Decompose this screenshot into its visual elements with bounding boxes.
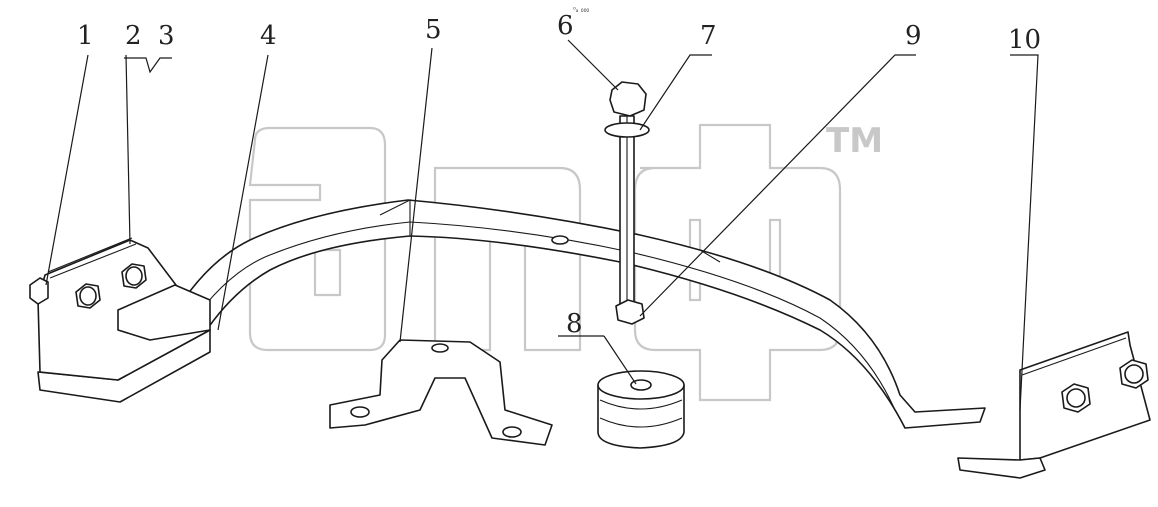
watermark-letter-n — [433, 166, 582, 352]
callout-8: 8 — [566, 309, 583, 339]
leader-5 — [399, 47, 433, 343]
leader-1 — [45, 54, 89, 286]
beam-top-face — [171, 199, 986, 429]
leader-7 — [639, 54, 712, 131]
u-clamp-hole-top — [431, 343, 449, 353]
callout-2: 2 — [125, 21, 142, 51]
bolt-washer-top — [604, 122, 650, 138]
leader-lines — [45, 39, 1039, 411]
trademark-symbol: TM — [826, 121, 883, 161]
leader-8-b — [603, 335, 637, 385]
bolt-assembly — [604, 81, 650, 325]
right-bracket-base — [957, 457, 1046, 479]
left-bracket-bolt — [75, 283, 101, 309]
callout-5: 5 — [425, 15, 442, 45]
callout-6: 6 — [557, 11, 574, 41]
leader-10 — [1010, 54, 1039, 411]
beam-fold-line — [379, 199, 411, 236]
caption-mark: ⁰ₐ ₀₀₀ — [573, 6, 589, 14]
right-bracket-edge — [1021, 337, 1127, 376]
leader-2 — [125, 54, 131, 245]
u-clamp-hole-right — [502, 426, 522, 438]
watermark — [248, 123, 842, 402]
left-bracket — [29, 237, 211, 403]
callout-1: 1 — [77, 21, 94, 51]
callout-4: 4 — [260, 21, 277, 51]
left-bracket-edge-2 — [49, 243, 137, 279]
u-clamp-hole-left — [350, 406, 370, 418]
callout-3: 3 — [158, 21, 175, 51]
watermark-letter-a — [248, 126, 387, 352]
callout-7: 7 — [700, 21, 717, 51]
left-bracket-flange — [117, 284, 211, 341]
leader-3 — [124, 57, 172, 74]
right-bracket-bolt — [1061, 383, 1091, 413]
right-bracket-bolt-2 — [1119, 359, 1149, 389]
leader-6 — [567, 39, 619, 91]
callout-9: 9 — [905, 21, 922, 51]
bolt-lower-nut — [615, 299, 645, 325]
left-bracket-edge — [47, 237, 133, 273]
u-clamp — [329, 339, 553, 446]
rubber-bushing — [597, 370, 685, 449]
u-clamp-body — [329, 339, 553, 446]
beam-bolt-hole — [551, 235, 569, 245]
leader-4 — [217, 54, 269, 331]
right-bracket — [957, 331, 1151, 479]
crossbeam — [171, 199, 986, 429]
beam-edge-line — [189, 221, 896, 411]
left-bracket-bolt-2 — [121, 263, 147, 289]
leader-9 — [639, 54, 916, 317]
bolt-head-nut — [609, 81, 647, 117]
callout-10: 10 — [1008, 25, 1041, 55]
left-bracket-side-bolt — [29, 277, 49, 305]
